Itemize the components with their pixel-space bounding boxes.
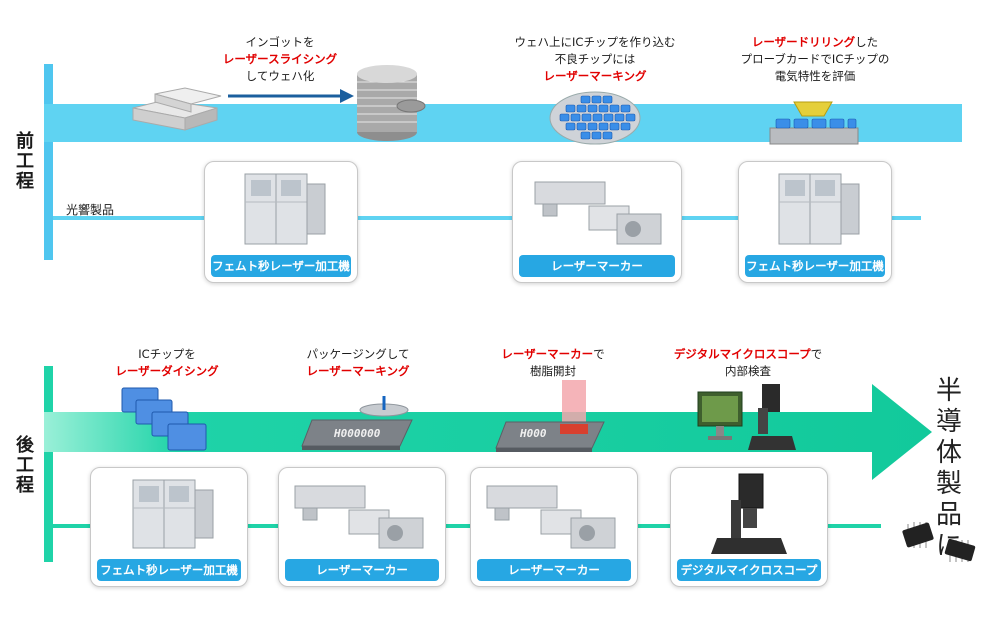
card-label: レーザーマーカー: [285, 559, 439, 581]
probe-card-illustration: [769, 101, 859, 145]
card-label: レーザーマーカー: [519, 255, 675, 277]
back-card-marker-1[interactable]: レーザーマーカー: [278, 467, 446, 587]
back-card-microscope[interactable]: デジタルマイクロスコープ: [670, 467, 828, 587]
laser-marker-icon: [294, 485, 424, 549]
back-process-label: 後工程: [16, 435, 34, 496]
semiconductor-chips-icon: [902, 522, 976, 562]
caption-decap: レーザーマーカーで 樹脂開封: [501, 347, 605, 378]
wafer-chips-illustration: [549, 91, 641, 145]
digital-microscope-icon: [711, 473, 787, 554]
package-marking-illustration: [301, 396, 413, 450]
back-card-femto[interactable]: フェムト秒レーザー加工機: [90, 467, 248, 587]
caption-slicing: インゴットを レーザースライシング してウェハ化: [222, 35, 338, 83]
femto-laser-machine-icon: [132, 479, 214, 549]
card-label: フェムト秒レーザー加工機: [211, 255, 351, 277]
product-label: 光響製品: [66, 203, 115, 217]
back-process-bar: [44, 366, 53, 562]
front-process-label: 前工程: [16, 131, 34, 192]
caption-drilling: レーザードリリングした プローブカードでICチップの 電気特性を評価: [740, 35, 890, 83]
destination-label: 半導体 製品に: [935, 376, 962, 561]
caption-package-marking: パッケージングして レーザーマーキング: [306, 347, 410, 378]
caption-inspection: デジタルマイクロスコープで 内部検査: [673, 347, 823, 378]
card-label: フェムト秒レーザー加工機: [745, 255, 885, 277]
front-product-line: [53, 216, 921, 220]
back-process-arrow: [44, 384, 932, 480]
decap-illustration: [495, 380, 605, 452]
card-label: レーザーマーカー: [477, 559, 631, 581]
decap-chip-text: H000: [520, 427, 547, 440]
front-process-bar: [44, 64, 53, 260]
laser-marker-icon: [534, 181, 662, 245]
front-card-femto-2[interactable]: フェムト秒レーザー加工機: [738, 161, 892, 283]
laser-marker-icon: [486, 485, 616, 549]
caption-dicing: ICチップを レーザーダイシング: [115, 347, 219, 378]
front-card-marker[interactable]: レーザーマーカー: [512, 161, 682, 283]
front-card-femto-1[interactable]: フェムト秒レーザー加工機: [204, 161, 358, 283]
card-label: デジタルマイクロスコープ: [677, 559, 821, 581]
back-card-marker-2[interactable]: レーザーマーカー: [470, 467, 638, 587]
diced-chips-illustration: [121, 387, 207, 451]
femto-laser-machine-icon: [778, 173, 860, 245]
femto-laser-machine-icon: [244, 173, 326, 245]
caption-wafer-marking: ウェハ上にICチップを作り込む 不良チップには レーザーマーキング: [514, 35, 676, 83]
ingot-illustration: [132, 87, 222, 131]
arrow-icon: [228, 89, 354, 103]
package-chip-text: H000000: [334, 427, 381, 440]
wafer-stack-illustration: [357, 65, 426, 141]
card-label: フェムト秒レーザー加工機: [97, 559, 241, 581]
back-product-line: [53, 524, 881, 528]
microscope-inspection-illustration: [697, 384, 796, 450]
